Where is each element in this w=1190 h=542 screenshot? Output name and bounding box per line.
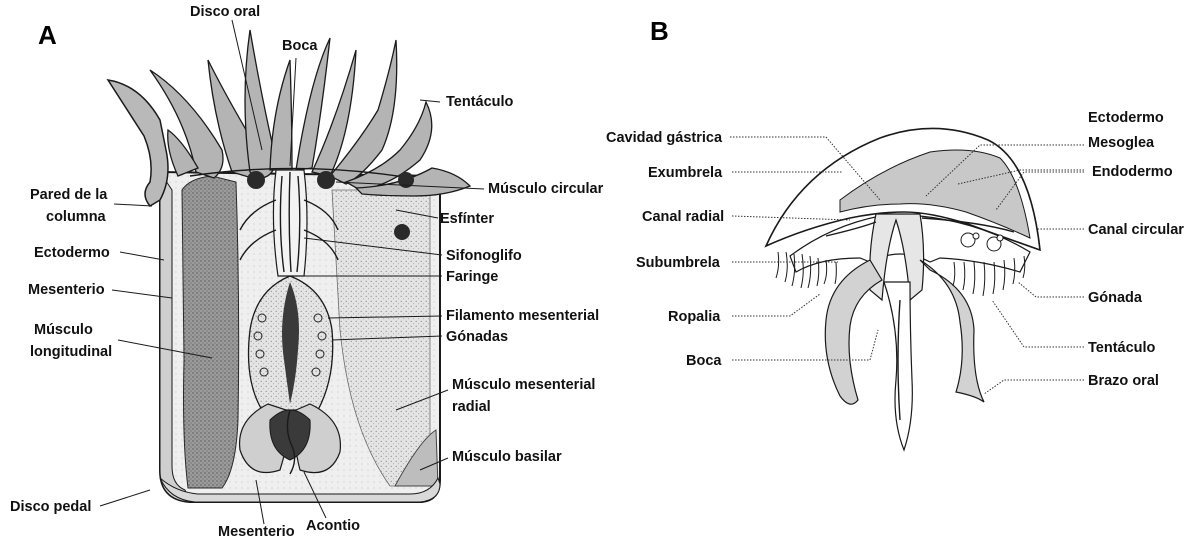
label-mesenterio-bottom: Mesenterio <box>218 524 295 540</box>
longitudinal-muscle <box>182 176 239 488</box>
oral-arm-left <box>825 260 882 404</box>
label-pared-line2: columna <box>46 209 107 225</box>
label-faringe: Faringe <box>446 269 498 285</box>
panel-a-title: A <box>38 20 57 50</box>
label-boca-b: Boca <box>686 353 722 369</box>
label-pared-line1: Pared de la <box>30 187 108 203</box>
label-tentaculo-b: Tentáculo <box>1088 340 1156 356</box>
label-ropalia: Ropalia <box>668 309 721 325</box>
anemone-illustration <box>108 30 470 502</box>
tentacle-crown <box>150 30 470 196</box>
label-gonadas: Gónadas <box>446 329 508 345</box>
label-longitudinal-line1: Músculo <box>34 322 93 338</box>
label-mesoglea: Mesoglea <box>1088 135 1155 151</box>
jellyfish-illustration <box>766 128 1040 450</box>
label-tentaculo: Tentáculo <box>446 94 514 110</box>
label-mesenterial-radial-line1: Músculo mesenterial <box>452 377 595 393</box>
label-disco-oral: Disco oral <box>190 4 260 20</box>
label-ectodermo-a: Ectodermo <box>34 245 110 261</box>
label-acontio: Acontio <box>306 518 360 534</box>
label-disco-pedal: Disco pedal <box>10 499 91 515</box>
label-subumbrela: Subumbrela <box>636 255 721 271</box>
label-mesenterio-a: Mesenterio <box>28 282 105 298</box>
label-exumbrela: Exumbrela <box>648 165 723 181</box>
label-longitudinal-line2: longitudinal <box>30 344 112 360</box>
label-filamento-mesenterial: Filamento mesenterial <box>446 308 599 324</box>
label-brazo-oral: Brazo oral <box>1088 373 1159 389</box>
label-gonada: Gónada <box>1088 290 1143 306</box>
label-boca: Boca <box>282 38 318 54</box>
panel-b-title: B <box>650 16 669 46</box>
label-mesenterial-radial-line2: radial <box>452 399 491 415</box>
column-collar <box>108 80 168 206</box>
label-sifonoglifo: Sifonoglifo <box>446 248 522 264</box>
label-ectodermo-b: Ectodermo <box>1088 110 1164 126</box>
label-esfinter: Esfínter <box>440 211 494 227</box>
label-endodermo: Endodermo <box>1092 164 1173 180</box>
label-canal-circular: Canal circular <box>1088 222 1184 238</box>
label-musculo-circular: Músculo circular <box>488 181 604 197</box>
label-canal-radial: Canal radial <box>642 209 724 225</box>
label-cavidad-gastrica: Cavidad gástrica <box>606 130 723 146</box>
label-musculo-basilar: Músculo basilar <box>452 449 562 465</box>
